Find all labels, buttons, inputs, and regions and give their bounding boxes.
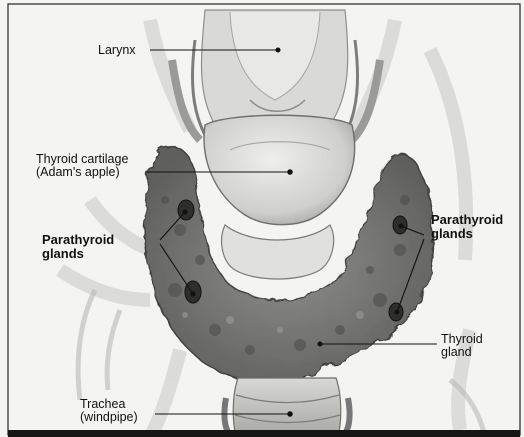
- label-parathyroid-left: Parathyroid glands: [42, 233, 114, 261]
- label-thyroid-gland: Thyroid gland: [441, 333, 483, 359]
- label-parathyroid-left-line2: glands: [42, 247, 114, 261]
- label-parathyroid-left-line1: Parathyroid: [42, 233, 114, 247]
- label-parathyroid-right-line1: Parathyroid: [431, 213, 503, 227]
- label-thyroid-gland-line2: gland: [441, 346, 483, 359]
- label-thyroid-cartilage: Thyroid cartilage (Adam's apple): [36, 153, 128, 179]
- label-trachea-line2: (windpipe): [80, 411, 138, 424]
- cricoid-cartilage: [222, 225, 334, 279]
- label-trachea: Trachea (windpipe): [80, 398, 138, 424]
- label-thyroid-cartilage-line2: (Adam's apple): [36, 166, 128, 179]
- thyroid-cartilage-shape: [204, 115, 355, 224]
- label-parathyroid-right: Parathyroid glands: [431, 213, 503, 241]
- label-parathyroid-right-line2: glands: [431, 227, 503, 241]
- label-larynx: Larynx: [98, 44, 136, 57]
- trachea-shape: [224, 378, 349, 437]
- bottom-bar: [8, 430, 520, 437]
